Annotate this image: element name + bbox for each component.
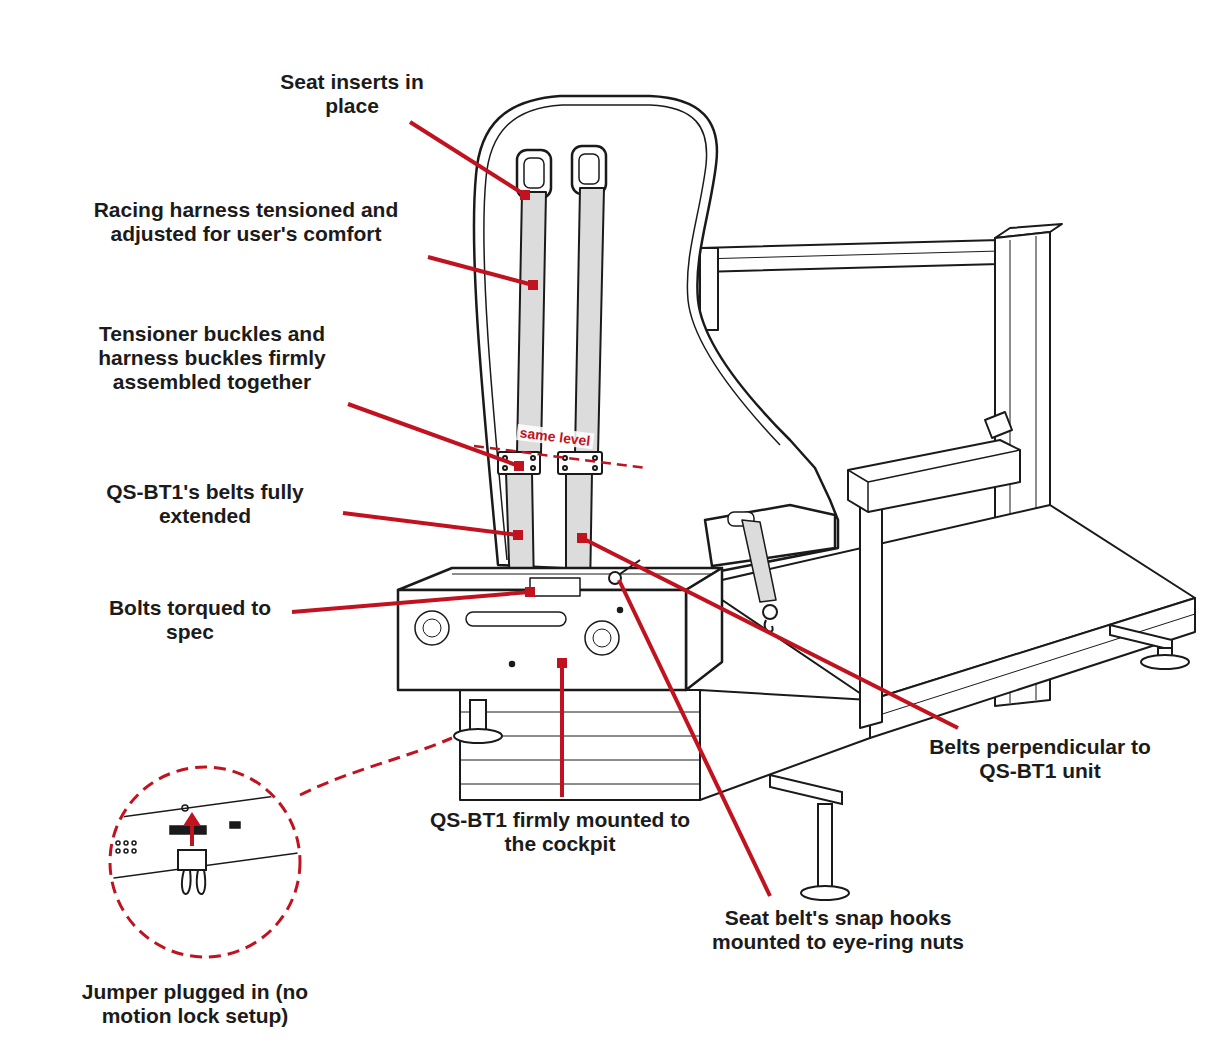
callout-label: Racing harness tensioned and adjusted fo… [56,198,436,246]
tensioner-buckle [593,466,597,470]
zoom-detail [100,850,320,880]
qs-bt1-unit [398,590,686,690]
leader-end [577,533,587,543]
leader-line [348,404,519,466]
zoom-detail [132,841,136,845]
leveling-foot [1110,625,1172,650]
qs-bt1-unit [415,611,449,645]
leader-end [557,658,567,668]
zoom-detail [116,849,120,853]
cockpit-frame [700,240,1000,272]
zoom-detail [100,738,452,957]
zoom-detail [178,850,206,870]
qs-bt1-unit [423,619,441,637]
zoom-detail [116,841,120,845]
leader-end [520,190,530,200]
callout-label: Seat inserts in place [268,70,436,118]
zoom-detail [100,790,320,820]
callout-label: Tensioner buckles and harness buckles fi… [66,322,358,394]
leader-line [410,122,525,195]
zoom-detail [182,805,188,811]
callout-label: QS-BT1's belts fully extended [74,480,336,528]
leader-line [292,122,958,896]
harness-belt [575,188,604,454]
leader-end [514,461,524,471]
cockpit-frame [870,598,1195,738]
leveling-foot [454,625,1189,900]
zoom-detail [183,812,201,826]
racing-seat [763,605,777,619]
leader-line [428,257,533,285]
cockpit-frame [860,500,882,728]
qs-bt1-unit [686,568,722,690]
leveling-foot [770,775,842,804]
tensioner-buckle [558,452,602,474]
leader-line [474,446,646,468]
zoom-detail [124,841,128,845]
leveling-foot [818,804,832,890]
racing-seat [705,505,835,566]
callout-label: QS-BT1 firmly mounted to the cockpit [415,808,705,856]
leader-end [528,280,538,290]
tensioner-buckle [563,456,567,460]
callout-label: Seat belt's snap hooks mounted to eye-ri… [678,906,998,954]
tensioner-buckle [563,466,567,470]
callout-label: Bolts torqued to spec [101,596,279,644]
zoom-detail [110,767,300,957]
leader-line [292,592,530,612]
cockpit-frame [985,412,1012,438]
zoom-detail [170,826,206,834]
cockpit-frame [460,690,700,800]
qs-bt1-unit [585,621,619,655]
zoom-detail [182,870,205,894]
zoom-detail [300,738,452,795]
racing-seat [579,154,599,184]
tensioner-buckle [531,466,535,470]
cockpit-frame [848,450,1020,512]
cockpit-frame [460,712,700,784]
qs-bt1-unit [593,629,611,647]
tensioner-buckle [531,456,535,460]
qs-bt1-unit [466,612,566,626]
qs-bt1-unit [510,662,514,666]
cockpit-frame [870,614,1195,718]
cockpit-frame [700,505,1195,700]
leader-line [619,580,770,896]
leveling-foot [1141,655,1189,669]
leveling-foot [454,729,502,743]
leader-line [560,663,564,797]
leveling-foot [801,886,849,900]
leader-line [343,513,518,535]
racing-seat [572,146,606,194]
cockpit-frame [700,251,1000,259]
tensioner-buckle [503,466,507,470]
racing-seat [524,158,544,188]
qs-bt1-unit [452,574,722,575]
zoom-detail [132,849,136,853]
leveling-foot [470,799,486,801]
qs-bt1-unit [530,578,580,596]
racing-seat [474,96,838,632]
tensioner-buckle [593,456,597,460]
tensioner-buckle [498,452,540,474]
callout-label: Jumper plugged in (no motion lock setup) [65,980,325,1028]
zoom-detail [230,822,240,828]
cockpit-frame [848,440,1020,512]
zoom-detail [124,849,128,853]
leader-end [513,530,523,540]
racing-seat [742,520,776,602]
qs-bt1-unit [618,608,622,612]
callout-label: Belts perpendicular to QS-BT1 unit [915,735,1165,783]
harness-belt [517,188,604,454]
leader-end [525,587,535,597]
harness-belt [517,192,546,454]
leader-line [582,538,958,728]
zoom-detail [100,764,320,894]
